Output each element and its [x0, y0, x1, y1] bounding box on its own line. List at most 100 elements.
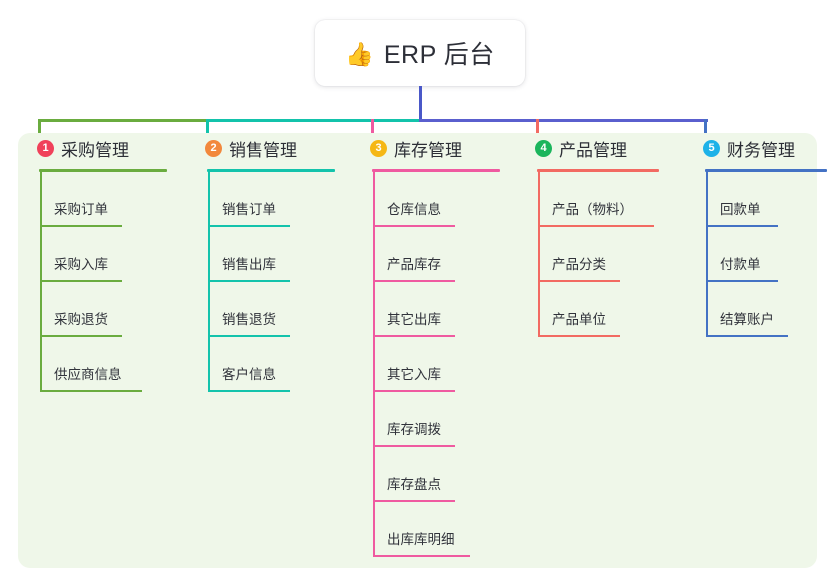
branch-number-badge: 2 — [205, 139, 222, 157]
branch-item-label: 采购订单 — [54, 202, 108, 217]
branch-item-rule — [40, 335, 122, 337]
branch-item-label: 销售订单 — [222, 202, 276, 217]
branch-header-rule — [705, 169, 827, 172]
branch-number-badge: 5 — [703, 139, 720, 157]
branch-title: 财务管理 — [727, 140, 795, 160]
branch-item-label: 供应商信息 — [54, 367, 122, 382]
branch-trunk-line — [538, 172, 540, 337]
branch-column-2: 2 销售管理销售订单销售出库销售退货客户信息 — [190, 133, 335, 392]
branch-item-label: 结算账户 — [720, 312, 774, 327]
connector-drop-5 — [704, 119, 707, 145]
branch-item[interactable]: 产品（物料） — [520, 172, 659, 227]
branch-item-label: 其它出库 — [387, 312, 441, 327]
branch-item-rule — [40, 225, 122, 227]
branch-header-rule — [372, 169, 500, 172]
branch-item-label: 库存盘点 — [387, 477, 441, 492]
branch-item-label: 采购入库 — [54, 257, 108, 272]
branch-items-3: 仓库信息产品库存其它出库其它入库库存调拨库存盘点出库库明细 — [355, 172, 500, 557]
branch-items-4: 产品（物料） 产品分类产品单位 — [520, 172, 659, 337]
branch-item[interactable]: 销售出库 — [190, 227, 335, 282]
branch-item-rule — [373, 280, 455, 282]
branch-item-label: 仓库信息 — [387, 202, 441, 217]
branch-header-5[interactable]: 5 财务管理 — [688, 133, 827, 163]
branch-item[interactable]: 客户信息 — [190, 337, 335, 392]
branch-trunk-line — [208, 172, 210, 392]
branch-number-badge: 4 — [535, 139, 552, 157]
branch-item-rule — [208, 335, 290, 337]
branch-item-label: 产品单位 — [552, 312, 606, 327]
branch-item-rule — [208, 390, 290, 392]
branch-item[interactable]: 出库库明细 — [355, 502, 500, 557]
branch-header-1[interactable]: 1 采购管理 — [22, 133, 167, 163]
branch-item[interactable]: 库存盘点 — [355, 447, 500, 502]
branch-header-4[interactable]: 4 产品管理 — [520, 133, 659, 163]
branch-items-5: 回款单付款单结算账户 — [688, 172, 827, 337]
branch-item-label: 销售退货 — [222, 312, 276, 327]
branch-items-1: 采购订单采购入库采购退货供应商信息 — [22, 172, 167, 392]
branch-number-badge: 1 — [37, 139, 54, 157]
branch-item[interactable]: 采购入库 — [22, 227, 167, 282]
branch-item[interactable]: 销售订单 — [190, 172, 335, 227]
branch-item-label: 其它入库 — [387, 367, 441, 382]
branch-item-rule — [706, 280, 778, 282]
branch-item-rule — [706, 225, 778, 227]
branch-column-5: 5 财务管理回款单付款单结算账户 — [688, 133, 827, 337]
branch-item-label: 出库库明细 — [387, 532, 455, 547]
branch-header-rule — [39, 169, 167, 172]
branch-item[interactable]: 仓库信息 — [355, 172, 500, 227]
branch-item[interactable]: 库存调拨 — [355, 392, 500, 447]
branch-trunk-line — [40, 172, 42, 392]
branch-item-rule — [706, 335, 788, 337]
branch-item[interactable]: 采购订单 — [22, 172, 167, 227]
branch-item-rule — [538, 280, 620, 282]
branch-trunk-line — [373, 172, 375, 557]
branch-title: 产品管理 — [559, 140, 627, 160]
branch-item-rule — [373, 225, 455, 227]
branch-item-rule — [208, 280, 290, 282]
branch-item-label: 产品库存 — [387, 257, 441, 272]
branch-item-rule — [40, 280, 122, 282]
branch-item-label: 客户信息 — [222, 367, 276, 382]
connector-root-stem — [419, 86, 422, 122]
branch-item-label: 产品分类 — [552, 257, 606, 272]
branch-item-rule — [373, 335, 455, 337]
connector-bus-right — [419, 119, 708, 122]
branch-item-rule — [538, 225, 654, 227]
branch-item[interactable]: 产品单位 — [520, 282, 659, 337]
branch-item[interactable]: 其它入库 — [355, 337, 500, 392]
branch-column-4: 4 产品管理产品（物料） 产品分类产品单位 — [520, 133, 659, 337]
branch-items-2: 销售订单销售出库销售退货客户信息 — [190, 172, 335, 392]
connector-drop-2 — [206, 119, 209, 145]
branch-title: 库存管理 — [394, 140, 462, 160]
branch-item-rule — [373, 500, 455, 502]
branch-item[interactable]: 结算账户 — [688, 282, 827, 337]
branch-item-rule — [208, 225, 290, 227]
branch-item[interactable]: 采购退货 — [22, 282, 167, 337]
branch-header-rule — [537, 169, 659, 172]
branch-item-rule — [373, 445, 455, 447]
branch-item-label: 库存调拨 — [387, 422, 441, 437]
branch-item[interactable]: 产品分类 — [520, 227, 659, 282]
branch-item-rule — [40, 390, 142, 392]
connector-bus-left — [39, 119, 207, 122]
connector-drop-4 — [536, 119, 539, 145]
branch-title: 销售管理 — [229, 140, 297, 160]
branch-item-label: 回款单 — [720, 202, 761, 217]
branches-panel — [18, 133, 817, 568]
branch-item[interactable]: 其它出库 — [355, 282, 500, 337]
branch-item[interactable]: 供应商信息 — [22, 337, 167, 392]
thumbs-up-icon: 👍 — [345, 40, 374, 67]
branch-item[interactable]: 回款单 — [688, 172, 827, 227]
branch-title: 采购管理 — [61, 140, 129, 160]
branch-item-label: 采购退货 — [54, 312, 108, 327]
root-node-erp-backend[interactable]: 👍 ERP 后台 — [315, 20, 525, 86]
branch-item[interactable]: 销售退货 — [190, 282, 335, 337]
branch-item[interactable]: 产品库存 — [355, 227, 500, 282]
branch-header-2[interactable]: 2 销售管理 — [190, 133, 335, 163]
root-node-title: ERP 后台 — [383, 41, 495, 69]
branch-item[interactable]: 付款单 — [688, 227, 827, 282]
connector-bus-mid — [207, 119, 422, 122]
